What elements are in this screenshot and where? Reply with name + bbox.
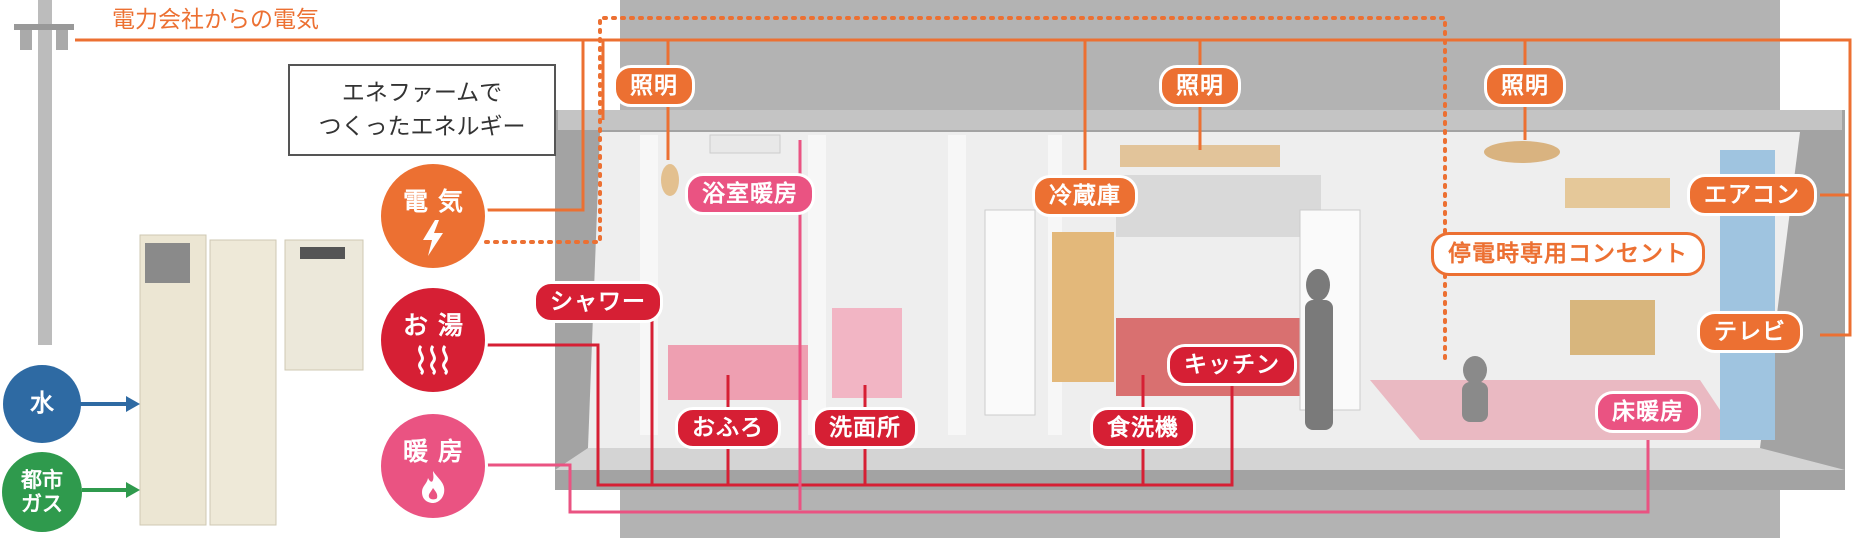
label-bath: おふろ	[675, 407, 781, 449]
label-light-living: 照明	[1484, 65, 1566, 107]
flame-icon	[381, 470, 485, 508]
hot-water-circle: お湯	[378, 285, 488, 395]
heating-circle: 暖房	[378, 411, 488, 521]
heating-label: 暖房	[402, 437, 473, 466]
label-aircon: エアコン	[1687, 174, 1817, 216]
outage-dotted-line	[466, 16, 1447, 367]
label-floor-heating: 床暖房	[1595, 391, 1701, 433]
lightning-icon	[381, 220, 485, 260]
label-shower: シャワー	[533, 281, 663, 323]
label-kitchen: キッチン	[1167, 344, 1297, 386]
enefarm-units	[139, 234, 364, 526]
electricity-label: 電気	[402, 187, 473, 216]
water-source: 水	[3, 365, 81, 443]
label-light-kitchen: 照明	[1159, 65, 1241, 107]
label-light-bathroom: 照明	[613, 65, 695, 107]
hot-water-label: お湯	[402, 311, 473, 340]
city-gas-source: 都市 ガス	[2, 452, 82, 532]
enefarm-box-line2: つくったエネルギー	[318, 114, 526, 140]
electricity-circle: 電気	[378, 161, 488, 271]
utility-pole	[14, 0, 74, 345]
city-gas-label-line2: ガス	[21, 492, 63, 516]
label-dishwasher: 食洗機	[1090, 407, 1196, 449]
label-outage-outlet: 停電時専用コンセント	[1431, 232, 1705, 276]
water-source-label: 水	[30, 389, 54, 418]
city-gas-label-line1: 都市	[21, 467, 63, 492]
label-tv: テレビ	[1697, 311, 1803, 353]
label-fridge: 冷蔵庫	[1032, 175, 1138, 217]
grid-electricity-label: 電力会社からの電気	[112, 7, 319, 33]
inflow-arrows	[78, 396, 140, 498]
label-washroom: 洗面所	[812, 407, 918, 449]
steam-icon	[381, 344, 485, 380]
enefarm-energy-box: エネファームで つくったエネルギー	[288, 64, 556, 156]
label-bathroom-heater: 浴室暖房	[685, 173, 815, 215]
enefarm-box-line1: エネファームで	[341, 80, 503, 106]
